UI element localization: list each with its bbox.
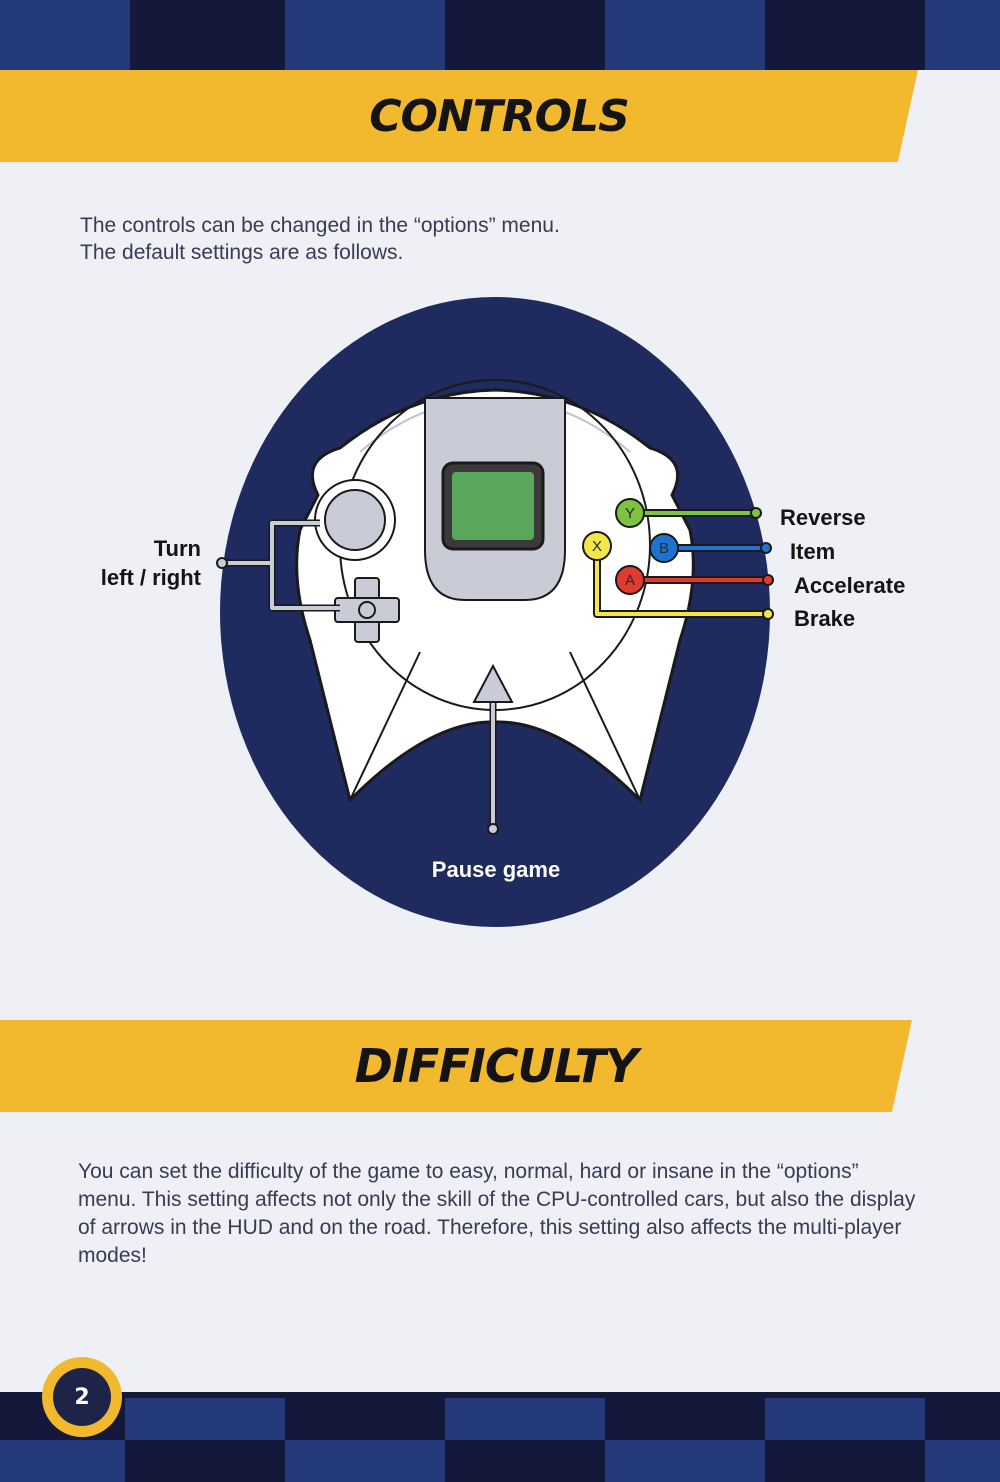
checkered-band-top <box>0 0 1000 70</box>
reverse-label: Reverse <box>780 505 866 530</box>
controls-banner: CONTROLS <box>0 70 918 162</box>
page-number: 2 <box>53 1368 111 1426</box>
difficulty-banner: DIFFICULTY <box>0 1020 912 1112</box>
checkered-band-bottom <box>0 1392 1000 1482</box>
item-label: Item <box>790 539 835 564</box>
turn-label-line2: left / right <box>101 565 202 590</box>
controls-intro: The controls can be changed in the “opti… <box>80 212 780 266</box>
b-button: B <box>649 533 679 563</box>
controls-intro-line2: The default settings are as follows. <box>80 241 404 264</box>
x-button: X <box>582 531 612 561</box>
controls-intro-line1: The controls can be changed in the “opti… <box>80 214 560 237</box>
turn-label-line1: Turn <box>154 536 201 561</box>
difficulty-body: You can set the difficulty of the game t… <box>78 1160 916 1267</box>
svg-text:X: X <box>592 538 602 555</box>
difficulty-heading: DIFFICULTY <box>354 1039 639 1093</box>
d-pad <box>334 577 400 643</box>
controller-diagram: Y B A X Turn left / right Reverse Item A… <box>101 297 905 927</box>
brake-label: Brake <box>794 606 855 631</box>
page-number-badge: 2 <box>42 1357 122 1437</box>
a-button: A <box>615 565 645 595</box>
controls-heading: CONTROLS <box>369 90 630 142</box>
svg-text:Y: Y <box>625 505 635 522</box>
y-button: Y <box>615 498 645 528</box>
svg-text:A: A <box>625 572 635 589</box>
pause-label: Pause game <box>432 857 560 882</box>
pause-arrow <box>472 663 514 835</box>
svg-text:B: B <box>659 540 669 557</box>
accelerate-label: Accelerate <box>794 573 905 598</box>
